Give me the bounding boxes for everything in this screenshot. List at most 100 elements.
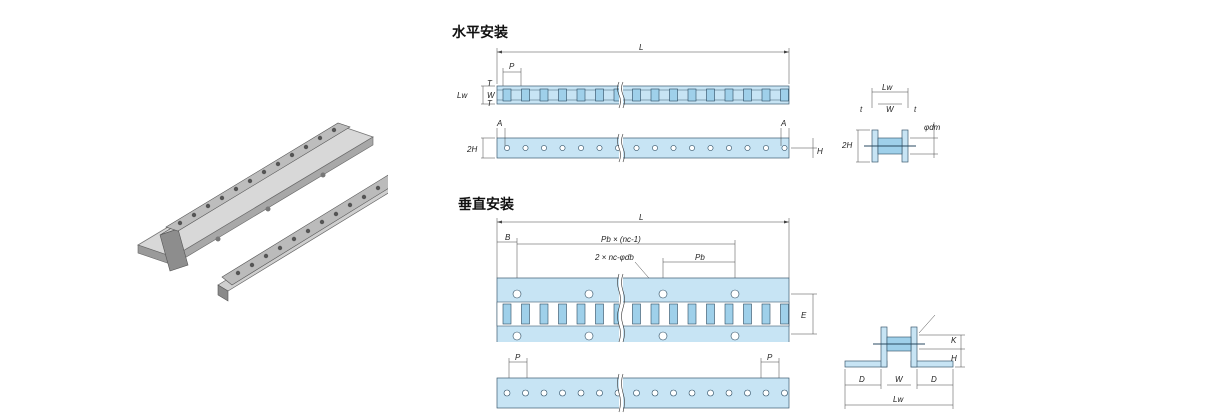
roller [650,88,660,102]
horizontal-end-view: Lw W t t 2H φdm [841,83,941,163]
roller [724,303,734,325]
mounting-hole [688,389,696,397]
roller [706,303,715,325]
mounting-hole [651,389,659,397]
dim-A-right: A [780,119,786,128]
dim-B: B [505,233,511,242]
roller [539,303,549,325]
horizontal-install-title: 水平安装 [452,25,508,41]
roller [502,303,512,325]
dim-Pb: Pb [695,253,705,262]
roller [576,303,586,325]
mounting-hole [744,389,751,397]
dim-H-side: H [817,147,823,156]
dim-Lw-top: Lw [457,91,468,100]
dim-L-vertical: L [639,213,643,222]
roller [576,88,586,102]
product-illustration [137,122,388,302]
dim-D-left: D [859,375,865,384]
dim-t-left: t [860,105,863,114]
bolt-hole [730,289,740,299]
mounting-hole [596,145,603,151]
roller [687,88,697,102]
roller [724,88,734,102]
roller [521,88,530,102]
mounting-hole [652,145,658,151]
dim-W-top: W [487,91,496,100]
mounting-hole [726,145,732,151]
roller [558,303,567,325]
bolt-hole [658,331,668,341]
bolt-hole [658,289,668,299]
mounting-hole [707,145,714,151]
dim-P-right: P [767,353,773,362]
mounting-hole [522,389,529,397]
mounting-hole [670,389,677,397]
mounting-hole [522,145,529,151]
roller [743,88,752,102]
vertical-install-title: 垂直安装 [458,197,514,213]
dim-T-lower: T [487,99,493,108]
dim-L-top: L [639,43,643,52]
roller [632,88,641,102]
dim-phi-dm: φdm [924,123,941,132]
dim-2H-side: 2H [466,145,477,154]
roller [539,88,549,102]
roller [687,303,697,325]
mounting-hole [596,389,603,397]
roller [761,88,771,102]
roller [780,303,789,325]
bolt-hole [512,289,522,299]
dim-Pb-nc: Pb × (nc-1) [601,235,641,244]
dim-W-end: W [886,105,895,114]
mounting-hole [781,145,788,151]
roller [706,88,715,102]
mounting-hole [670,145,677,151]
mounting-hole [633,389,640,397]
roller [558,88,567,102]
dim-H-vertical: H [951,354,957,363]
mounting-hole [504,145,510,151]
mounting-hole [762,389,770,397]
bolt-hole [584,331,594,341]
dim-nc-phi-db: 2 × nc-φdb [594,253,634,262]
dim-P-left: P [515,353,521,362]
vertical-end-view: K H D W D Lw [844,314,965,409]
roller [502,88,512,102]
horizontal-side-view: A A 2H H [466,119,823,163]
mounting-hole [781,389,788,397]
roller [761,303,771,325]
roller [743,303,752,325]
mounting-hole [763,145,769,151]
bolt-hole [584,289,594,299]
roller [669,303,678,325]
dim-Lw-end: Lw [882,83,893,92]
roller [650,303,660,325]
roller [669,88,678,102]
roller [595,88,604,102]
dim-T-upper: T [487,79,493,88]
mounting-hole [725,389,733,397]
mounting-hole [578,145,584,151]
mounting-hole [689,145,695,151]
mounting-hole [540,389,548,397]
dim-K: K [951,336,957,345]
roller [632,303,641,325]
dim-A-left: A [496,119,502,128]
dim-P-top: P [509,62,515,71]
dim-D-right: D [931,375,937,384]
dim-W-vertical: W [895,375,904,384]
dim-t-right: t [914,105,917,114]
bolt-hole [512,331,522,341]
mounting-hole [559,389,566,397]
mounting-hole [577,389,585,397]
mounting-hole [503,389,511,397]
dim-Lw-vertical: Lw [893,395,904,404]
bolt-hole [730,331,740,341]
mounting-hole [541,145,547,151]
roller [521,303,530,325]
horizontal-top-view: L P Lw T W T [457,43,790,109]
mounting-hole [744,145,751,151]
vertical-bottom-view: P P [496,353,790,413]
roller [595,303,604,325]
